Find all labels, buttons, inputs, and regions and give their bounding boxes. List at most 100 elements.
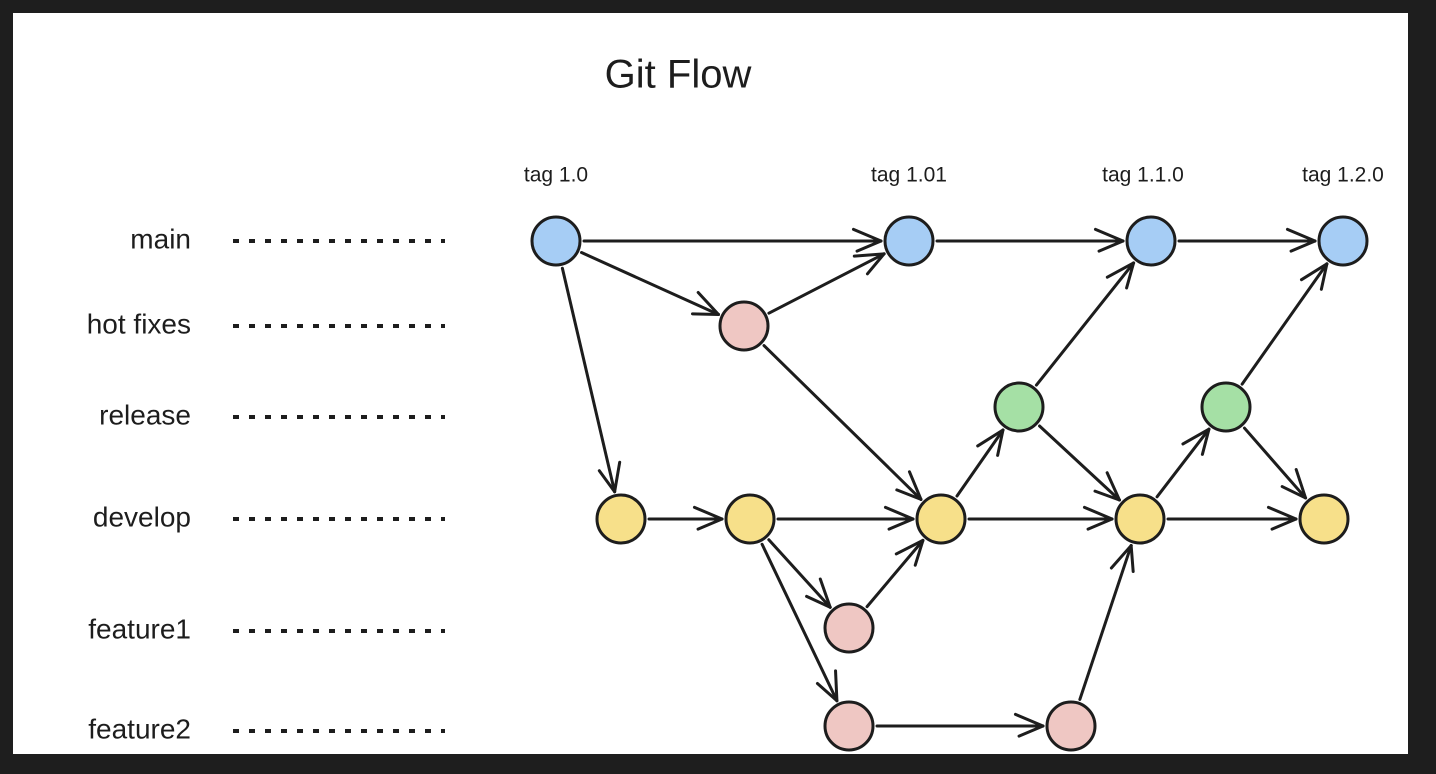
arrowhead-stroke [996,428,1005,457]
tag-label-tag-1-01: tag 1.01 [871,164,947,187]
arrowhead-stroke [1093,227,1125,243]
commit-node-develop-3[interactable] [915,493,967,545]
edge-e-main3-main4 [1177,227,1317,253]
commit-node-feature1-1[interactable] [823,602,875,654]
edge-shaft [1240,262,1329,386]
arrowhead-stroke [895,488,923,501]
arrowhead-stroke [696,291,720,316]
arrowhead-stroke [690,312,720,316]
edge-e-main1-main2 [582,227,883,253]
tag-label-tag-1-1-0: tag 1.1.0 [1102,164,1184,187]
edge-e-release1-develop4 [1038,424,1121,502]
page-title: Git Flow [605,53,752,97]
edge-shaft [767,252,886,315]
commit-node-feature2-2[interactable] [1045,700,1097,752]
commit-node-feature2-1[interactable] [823,700,875,752]
edge-e-develop4-develop5 [1166,505,1298,531]
edge-e-hotfix1-main2 [767,252,886,315]
lane-dotted-lines [233,239,445,733]
edges-layer [560,227,1329,738]
arrowhead-stroke [1200,427,1211,456]
arrowhead-stroke [696,517,724,531]
arrowhead-stroke [1299,262,1329,282]
edge-e-main1-develop1 [560,266,622,494]
commit-node-develop-2[interactable] [724,493,776,545]
edge-shaft [767,538,832,609]
edge-e-develop2-develop3 [776,505,915,531]
edge-shaft [1078,544,1133,701]
arrowhead-stroke [976,428,1005,448]
arrowhead-stroke [834,669,839,703]
edge-shaft [865,538,925,609]
arrowhead-stroke [818,577,832,609]
edge-e-hotfix1-develop3 [762,344,923,501]
commit-node-hotfix-1[interactable] [718,300,770,352]
arrowhead-stroke [865,252,886,276]
arrowhead-stroke [692,505,724,521]
edge-shaft [580,251,720,316]
edge-e-release2-develop5 [1242,426,1308,500]
edge-shaft [760,542,839,703]
edge-e-release1-main3 [1034,261,1136,387]
commit-node-develop-1[interactable] [595,493,647,545]
branch-label-develop: develop [93,501,191,532]
edge-e-main1-hotfix1 [580,251,720,316]
commit-node-main-1[interactable] [530,215,582,267]
arrowhead-stroke [1280,485,1308,500]
branch-label-feature1: feature1 [88,613,191,644]
arrowhead-stroke [1086,517,1114,531]
arrowhead-stroke [907,470,923,501]
arrowhead-stroke [851,227,883,243]
branch-label-hotfixes: hot fixes [87,308,191,339]
edge-e-develop4-release2 [1155,427,1211,499]
edge-e-feature2b-develop4 [1078,544,1135,701]
edge-e-feature2a-feature2b [875,712,1045,738]
commit-nodes-layer [530,215,1369,752]
arrowhead-stroke [1129,544,1135,573]
arrowhead-stroke [913,538,925,567]
arrowhead-stroke [597,469,617,494]
commit-node-develop-5[interactable] [1298,493,1350,545]
edge-shaft [1155,427,1211,499]
tag-label-tag-1-2-0: tag 1.2.0 [1302,164,1384,187]
arrowhead-stroke [1289,239,1317,253]
branch-label-main: main [130,223,191,254]
edge-e-main2-main3 [935,227,1125,253]
arrowhead-stroke [1017,724,1045,738]
commit-node-main-4[interactable] [1317,215,1369,267]
arrowhead-stroke [855,239,883,253]
edge-e-feature1-develop3 [865,538,925,609]
edge-e-develop3-develop4 [967,505,1114,531]
arrowhead-stroke [1105,261,1136,279]
branch-label-feature2: feature2 [88,713,191,744]
arrowhead-stroke [1082,505,1114,521]
arrowhead-stroke [1270,517,1298,531]
edge-shaft [1242,426,1308,500]
arrowhead-stroke [1125,261,1136,290]
arrowhead-stroke [1105,471,1121,502]
commit-node-main-3[interactable] [1125,215,1177,267]
arrowhead-stroke [815,682,839,703]
diagram-canvas: main hot fixes release develop feature1 featu… [13,13,1408,754]
edge-shaft [1034,261,1136,387]
edge-e-develop2-feature1 [767,538,832,609]
arrowhead-stroke [1294,468,1308,500]
commit-node-develop-4[interactable] [1114,493,1166,545]
arrowhead-stroke [1097,239,1125,253]
arrowhead-stroke [1319,262,1329,291]
arrowhead-stroke [805,594,832,609]
edge-e-release2-main4 [1240,262,1329,386]
arrowhead-stroke [1093,489,1121,502]
commit-node-release-1[interactable] [993,381,1045,433]
arrowhead-stroke [887,517,915,531]
edge-e-develop1-develop2 [647,505,724,531]
edge-e-develop3-release1 [955,428,1005,498]
commit-node-release-2[interactable] [1200,381,1252,433]
commit-node-main-2[interactable] [883,215,935,267]
branch-labels-layer: main hot fixes release develop feature1 featu… [87,223,191,744]
edge-shaft [1038,424,1121,502]
branch-label-release: release [99,399,191,430]
arrowhead-stroke [894,538,925,556]
